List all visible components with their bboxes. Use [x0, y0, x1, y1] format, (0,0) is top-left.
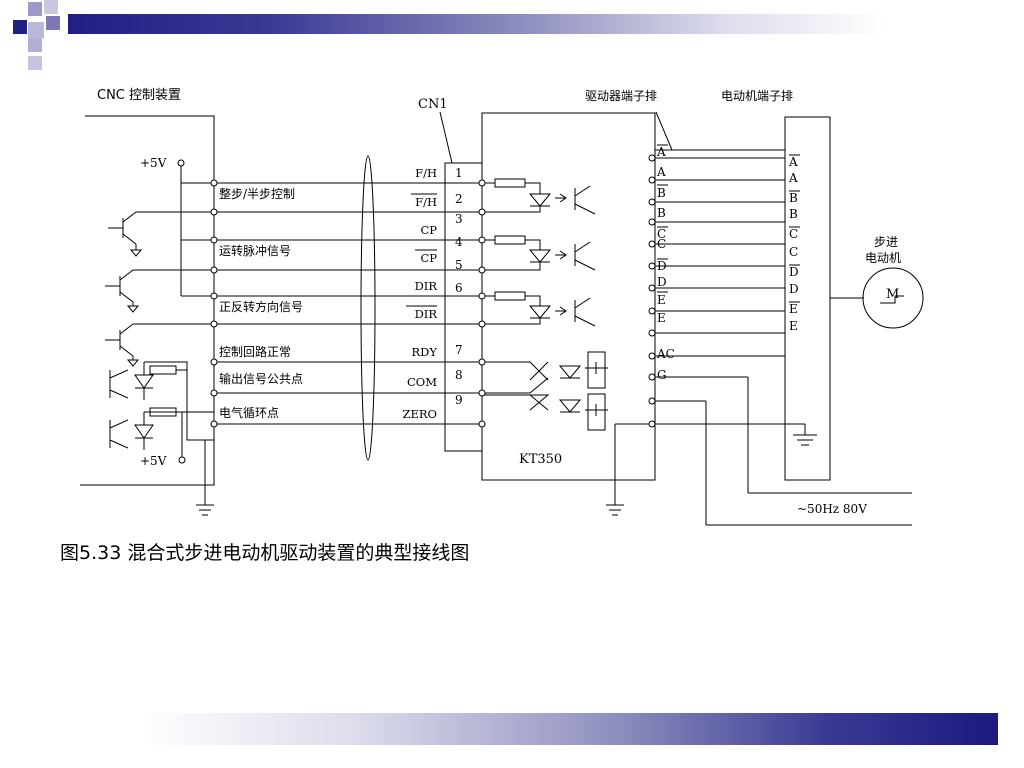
transistor-symbol	[105, 323, 214, 367]
driver-terminal: E	[657, 293, 666, 307]
transistor-symbol	[108, 211, 214, 257]
driver-input-opto	[482, 235, 596, 271]
cn1-signal: COM	[407, 375, 437, 389]
motor-terminal: A	[788, 171, 798, 185]
driver-terminal: D	[657, 259, 667, 273]
left-signal-label: 整步/半步控制	[219, 186, 295, 201]
left-signal-label: 电气循环点	[219, 405, 279, 420]
corner-square-mid	[46, 16, 60, 30]
motor-terminal: E	[789, 319, 798, 333]
cn1-signal: ZERO	[403, 407, 437, 421]
driver-output-opto	[482, 351, 608, 431]
corner-square-light	[28, 22, 44, 38]
left-signal-label: 运转脉冲信号	[219, 243, 291, 258]
corner-square-light	[28, 2, 42, 16]
left-signal-label: 正反转方向信号	[219, 299, 303, 314]
motor-terminal: C	[789, 227, 798, 241]
cn1-pin: 7	[455, 343, 463, 357]
driver-terminal: E	[657, 311, 666, 325]
left-signal-label: 输出信号公共点	[219, 371, 303, 386]
cn1-pin: 5	[455, 258, 463, 272]
cn1-signal: F/H	[415, 195, 437, 209]
motor-symbol: M	[886, 287, 899, 302]
motor-terminal: D	[789, 265, 799, 279]
motor-title-2: 电动机	[865, 251, 901, 265]
driver-input-opto	[482, 291, 596, 327]
driver-model: KT350	[519, 452, 562, 467]
driver-terminal: C	[657, 227, 666, 241]
cn1-signal: RDY	[412, 345, 438, 359]
motor-terminal-label: 电动机端子排	[721, 89, 793, 103]
cn1-signal: F/H	[415, 166, 437, 180]
driver-terminal: G	[657, 368, 667, 382]
driver-terminal-label: 驱动器端子排	[585, 89, 657, 103]
cn1-signal: CP	[420, 251, 437, 265]
driver-terminal: B	[657, 206, 666, 220]
corner-square-light	[28, 38, 42, 52]
cnc-title: CNC 控制装置	[97, 88, 181, 103]
motor-terminal: C	[789, 245, 798, 259]
cn1-pin: 3	[455, 212, 463, 226]
optocoupler-input	[109, 361, 214, 441]
driver-terminal: B	[657, 186, 666, 200]
corner-square-pale	[28, 56, 42, 70]
cn1-pin: 2	[455, 192, 463, 206]
cn1-signal: DIR	[415, 307, 438, 321]
cn1-label: CN1	[418, 97, 448, 112]
cn1-pin: 9	[455, 393, 463, 407]
supply-top-label: +5V	[140, 156, 167, 170]
corner-square-mid	[44, 0, 58, 14]
motor-terminal: B	[789, 207, 798, 221]
motor-terminal: A	[788, 155, 798, 169]
figure-caption: 图5.33 混合式步进电动机驱动装置的典型接线图	[60, 542, 470, 564]
optocoupler-input	[109, 407, 214, 450]
motor-terminal: D	[789, 282, 799, 296]
cn1-pin: 8	[455, 368, 463, 382]
left-signal-label: 控制回路正常	[219, 344, 291, 359]
title-gradient-bar	[68, 14, 886, 34]
motor-terminal: E	[789, 302, 798, 316]
cn1-signal: CP	[420, 223, 437, 237]
transistor-symbol	[105, 269, 214, 313]
cn1-pin: 4	[455, 235, 463, 249]
motor-title-1: 步进	[874, 235, 898, 249]
footer-gradient-bar	[140, 713, 998, 745]
corner-square-dark	[13, 20, 27, 34]
supply-bottom-label: +5V	[140, 454, 167, 468]
motor-terminal: B	[789, 191, 798, 205]
cn1-pin: 1	[455, 166, 463, 180]
driver-terminal: C	[657, 237, 666, 251]
driver-input-opto	[482, 178, 596, 215]
driver-terminal: A	[656, 145, 666, 159]
cn1-signal: DIR	[415, 279, 438, 293]
driver-terminal: D	[657, 275, 667, 289]
driver-terminal: A	[656, 165, 666, 179]
driver-terminal: AC	[656, 347, 675, 361]
power-label: ~50Hz 80V	[797, 502, 867, 516]
cn1-pin: 6	[455, 281, 463, 295]
